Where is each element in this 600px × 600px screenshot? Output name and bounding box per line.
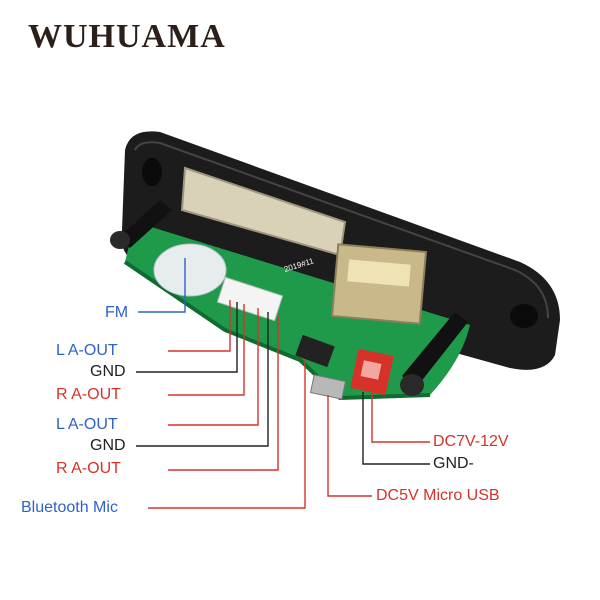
label-r-aout-2: R A-OUT [56, 460, 121, 477]
mount-post-left [118, 200, 172, 248]
leader-lines-red [148, 300, 430, 509]
mount-hole-left [142, 158, 162, 186]
audio-connector [216, 276, 284, 322]
label-l-aout-2: L A-OUT [56, 416, 118, 433]
mount-post-right [402, 312, 468, 388]
label-dc-power: DC7V-12V [433, 433, 509, 450]
brand-logo: WUHUAMA [28, 18, 226, 55]
label-gnd-2: GND [90, 437, 126, 454]
label-gnd-1: GND [90, 363, 126, 380]
leader-line-fm [138, 258, 186, 313]
mount-hole-right [510, 304, 538, 328]
label-bt-mic: Bluetooth Mic [21, 499, 118, 516]
micro-usb-port [309, 374, 347, 400]
label-micro-usb: DC5V Micro USB [376, 487, 500, 504]
label-r-aout-1: R A-OUT [56, 386, 121, 403]
label-fm: FM [105, 304, 129, 321]
label-l-aout-1: L A-OUT [56, 342, 118, 359]
label-gnd-minus: GND- [433, 455, 474, 472]
leader-lines-black [136, 302, 430, 465]
ic-chip [295, 334, 335, 368]
pcb-sticker [153, 243, 227, 297]
